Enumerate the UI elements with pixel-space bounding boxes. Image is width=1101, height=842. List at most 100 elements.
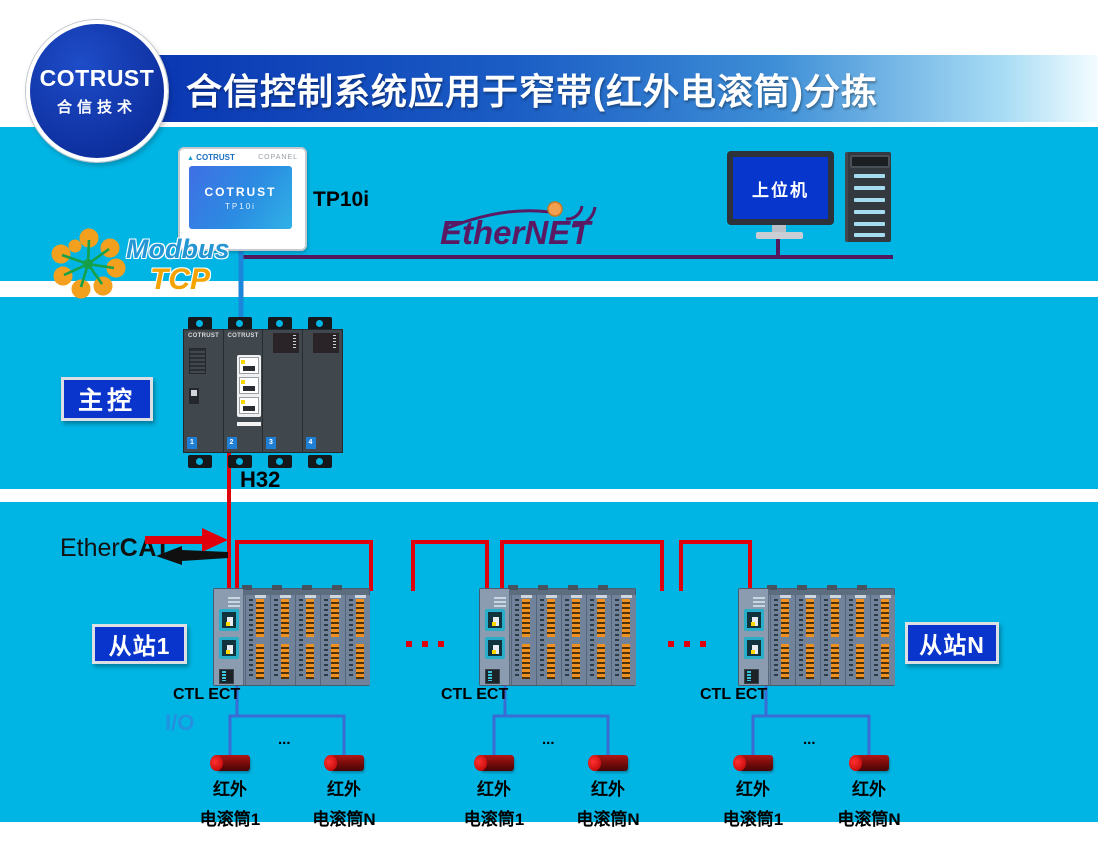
hmi-screen-brand: COTRUST bbox=[204, 184, 277, 199]
io-module bbox=[795, 595, 820, 685]
host-pc-tower bbox=[845, 152, 891, 242]
infrared-roller bbox=[474, 755, 514, 771]
ethernet-arc-1 bbox=[565, 205, 584, 221]
hmi-screen: COTRUST TP10i bbox=[189, 166, 292, 229]
io-module bbox=[270, 595, 295, 685]
station-tab bbox=[797, 585, 807, 590]
hmi-screen-model: TP10i bbox=[225, 201, 256, 211]
plc-mount-tab bbox=[268, 317, 292, 330]
io-module bbox=[320, 595, 345, 685]
slave-station-n-label: 从站N bbox=[905, 622, 999, 664]
infrared-roller bbox=[210, 755, 250, 771]
plc-io-module: 4 bbox=[303, 330, 343, 452]
rj45-port-icon bbox=[238, 377, 259, 394]
host-pc-screen: 上位机 bbox=[733, 157, 828, 219]
roller-label: 红外电滚筒N bbox=[312, 780, 376, 829]
io-module bbox=[245, 595, 270, 685]
infrared-roller bbox=[324, 755, 364, 771]
io-module bbox=[345, 595, 370, 685]
plc-ethernet-ports bbox=[236, 355, 261, 417]
roller-ellipsis: ... bbox=[278, 731, 291, 748]
title-banner: 合信控制系统应用于窄带(红外电滚筒)分拣 bbox=[150, 55, 1098, 122]
station-ellipsis bbox=[668, 641, 706, 647]
plc-rack: COTRUST 1 COTRUST 2 3 bbox=[183, 317, 343, 470]
monitor-stand-neck bbox=[772, 225, 786, 233]
ethercat-port-in bbox=[485, 609, 505, 631]
roller-label: 红外电滚筒N bbox=[576, 780, 640, 829]
ethercat-port-out bbox=[219, 637, 239, 659]
slave-station-rack-1 bbox=[213, 585, 370, 686]
rj45-port-icon bbox=[238, 357, 259, 374]
ethercat-arrows-icon bbox=[145, 528, 228, 565]
station-din-rail bbox=[214, 589, 369, 595]
roller-label: 红外电滚筒N bbox=[837, 780, 901, 829]
io-module bbox=[870, 595, 895, 685]
roller-ellipsis: ... bbox=[803, 731, 816, 748]
tower-vent bbox=[854, 198, 885, 202]
plc-cpu-module: COTRUST 2 bbox=[224, 330, 263, 452]
hmi-panel-device: ▲ COTRUST COPANEL COTRUST TP10i bbox=[178, 147, 307, 251]
plc-io-module: 3 bbox=[263, 330, 303, 452]
roller-label: 红外电滚筒1 bbox=[722, 780, 784, 829]
plc-power-switch bbox=[189, 388, 199, 404]
plc-mount-tab bbox=[308, 455, 332, 468]
modbus-label: Modbus bbox=[126, 234, 230, 264]
coupler-model-label-3: CTL ECT bbox=[700, 686, 768, 703]
coupler-terminal bbox=[744, 669, 759, 684]
ethercat-black-arrow bbox=[156, 546, 228, 565]
station-tab bbox=[538, 585, 548, 590]
host-pc-monitor: 上位机 bbox=[727, 151, 834, 225]
ethercat-port-in bbox=[219, 609, 239, 631]
coupler-terminal bbox=[219, 669, 234, 684]
tower-vent bbox=[854, 222, 885, 226]
tower-vent bbox=[854, 186, 885, 190]
plc-vent bbox=[189, 348, 206, 374]
ethernet-label: EtherNET bbox=[440, 214, 593, 251]
ethernet-arc-2 bbox=[571, 206, 597, 228]
ethercat-coupler bbox=[739, 589, 769, 685]
plc-mount-tab bbox=[268, 455, 292, 468]
plc-terminal-block bbox=[272, 333, 299, 353]
coupler-leds bbox=[494, 597, 506, 607]
cotrust-logo: COTRUST 合信技术 bbox=[26, 20, 168, 162]
slave-station-1-label: 从站1 bbox=[92, 624, 187, 664]
io-module bbox=[770, 595, 795, 685]
roller-ellipsis: ... bbox=[542, 731, 555, 748]
hmi-bezel-brand: ▲ COTRUST bbox=[187, 152, 235, 162]
station-tab bbox=[302, 585, 312, 590]
plc-slot-tag: 1 bbox=[187, 437, 197, 449]
tower-top-slot bbox=[850, 155, 890, 168]
modbus-flower-icon bbox=[51, 228, 126, 299]
station-din-rail bbox=[739, 589, 894, 595]
station-tab bbox=[332, 585, 342, 590]
plc-body: COTRUST 1 COTRUST 2 3 bbox=[183, 329, 343, 453]
io-module bbox=[820, 595, 845, 685]
roller-label: 红外电滚筒1 bbox=[463, 780, 525, 829]
ethercat-label-part1: Ether bbox=[60, 534, 120, 562]
plc-power-module: COTRUST 1 bbox=[184, 330, 224, 452]
ethernet-ball-icon bbox=[547, 201, 563, 217]
tower-vent bbox=[854, 233, 885, 237]
io-module bbox=[561, 595, 586, 685]
plc-mount-tab bbox=[188, 317, 212, 330]
io-module bbox=[511, 595, 536, 685]
slave-station-rack-2 bbox=[479, 585, 636, 686]
io-bus-label: I/O bbox=[165, 710, 195, 735]
station-tab bbox=[827, 585, 837, 590]
ethercat-port-out bbox=[744, 637, 764, 659]
infrared-roller bbox=[849, 755, 889, 771]
plc-terminal-block bbox=[313, 333, 339, 353]
station-tab bbox=[272, 585, 282, 590]
hmi-bezel-top: ▲ COTRUST COPANEL bbox=[180, 149, 305, 165]
cotrust-mark-icon: ▲ bbox=[187, 154, 194, 162]
station-tab bbox=[767, 585, 777, 590]
ethercat-coupler bbox=[480, 589, 510, 685]
plc-slot-tag: 4 bbox=[305, 437, 316, 449]
io-module bbox=[586, 595, 611, 685]
hmi-model-label: TP10i bbox=[313, 188, 370, 211]
modbus-tcp-label: TCP bbox=[150, 263, 210, 296]
ethercat-coupler bbox=[214, 589, 244, 685]
io-module bbox=[295, 595, 320, 685]
logo-sub-text: 合信技术 bbox=[56, 99, 137, 116]
